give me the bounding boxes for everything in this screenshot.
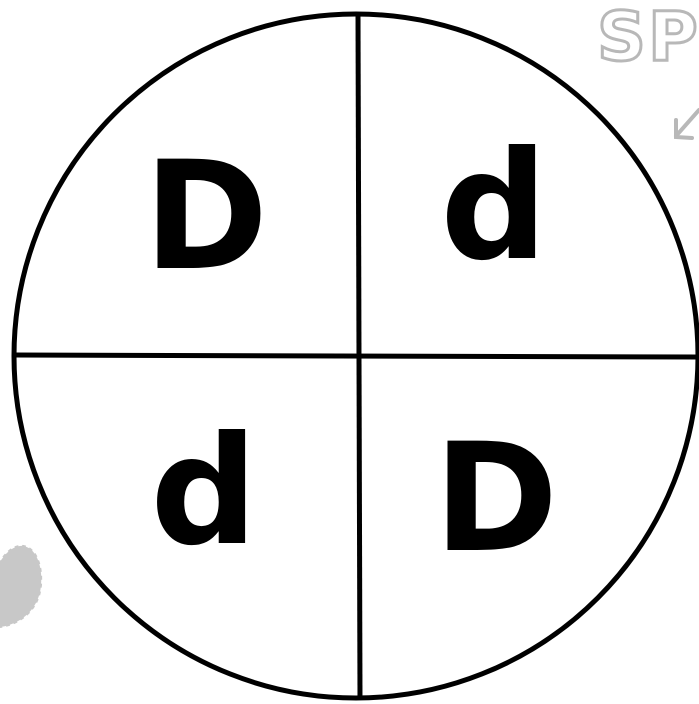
quadrant-top-right-letter: d (440, 120, 547, 294)
horizontal-divider (14, 355, 699, 357)
quadrant-top-left-letter: D (144, 130, 269, 304)
quadrant-bottom-left-letter: d (150, 405, 257, 579)
arrow-icon (676, 110, 699, 138)
corner-text: SP (597, 0, 699, 77)
quadrant-bottom-right-letter: D (434, 412, 559, 586)
gray-blob-icon (0, 545, 42, 628)
